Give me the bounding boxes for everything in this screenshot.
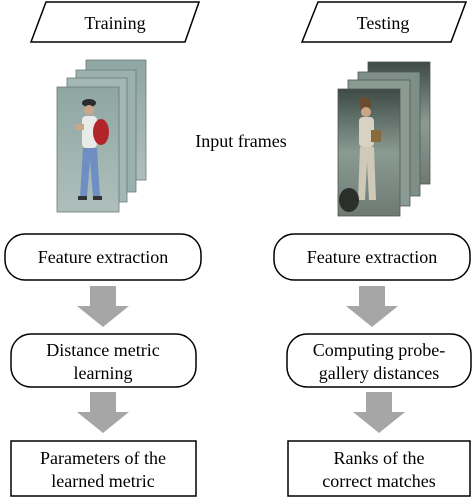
training-header-label: Training (84, 13, 145, 33)
training-header-shape (29, 1, 201, 43)
testing-input-frames (337, 61, 431, 217)
training-frame-front (56, 86, 120, 213)
training-distance-metric-box (10, 333, 197, 388)
training-distance-metric-line2: learning (74, 363, 133, 383)
testing-ranks-box (287, 440, 471, 497)
pedestrian-figure (75, 99, 109, 200)
training-header: Training (29, 1, 201, 43)
testing-header-label: Testing (357, 13, 410, 33)
testing-feature-extraction-label: Feature extraction (307, 247, 437, 267)
testing-probe-gallery-box (286, 333, 472, 388)
training-feature-extraction-box (4, 233, 202, 281)
testing-probe-gallery-line2: gallery distances (319, 363, 439, 383)
testing-header: Testing (300, 1, 468, 43)
testing-probe-gallery-line1: Computing probe- (313, 340, 446, 360)
testing-feature-extraction-box (273, 233, 471, 281)
pedestrian-figure-probe (339, 97, 381, 212)
testing-ranks-line1: Ranks of the (334, 448, 425, 468)
testing-ranks-line2: correct matches (322, 471, 435, 491)
training-arrow-2 (77, 392, 129, 433)
training-input-frames (56, 59, 147, 213)
training-parameters-line1: Parameters of the (40, 448, 166, 468)
testing-arrow-2 (353, 392, 405, 433)
training-parameters-line2: learned metric (51, 471, 154, 491)
training-parameters-box (10, 440, 197, 497)
input-frames-label: Input frames (195, 131, 286, 151)
testing-header-shape (300, 1, 468, 43)
training-feature-extraction-label: Feature extraction (38, 247, 168, 267)
testing-frame-front (337, 88, 401, 217)
training-arrow-1 (77, 286, 129, 327)
training-distance-metric-line1: Distance metric (46, 340, 159, 360)
testing-arrow-1 (346, 286, 398, 327)
